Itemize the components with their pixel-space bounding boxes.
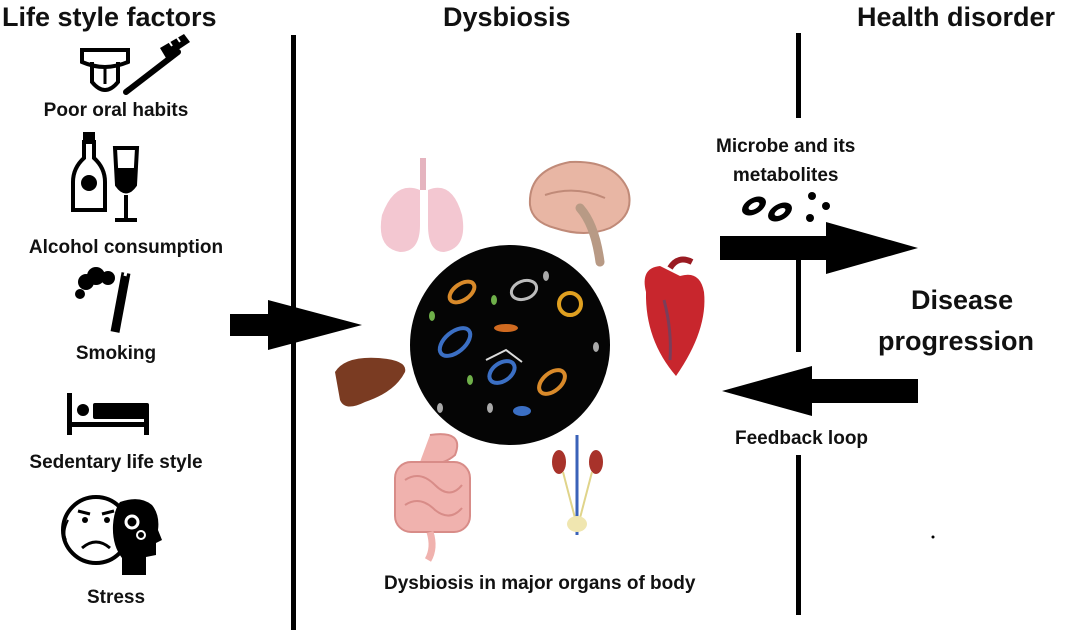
dysbiosis-microbiome-circle	[410, 245, 610, 445]
microbe-label: Microbe and its metabolites	[716, 132, 855, 190]
arrow-to-disease-progression	[720, 222, 918, 274]
factor-label-alcohol: Alcohol consumption	[28, 237, 224, 258]
lungs-organ	[380, 158, 464, 252]
feedback-loop-label: Feedback loop	[735, 428, 869, 449]
bed-icon	[67, 393, 149, 435]
disease-progression-label: Disease progression	[878, 280, 1034, 362]
intestine-organ	[394, 433, 471, 562]
organs-caption: Dysbiosis in major organs of body	[384, 573, 696, 594]
factor-label-smoking: Smoking	[75, 343, 157, 364]
microbe-label-line1: Microbe and its	[716, 136, 856, 157]
liver-organ	[335, 357, 406, 407]
arrow-feedback-loop	[722, 366, 918, 416]
kidneys-organ	[552, 435, 603, 535]
cigarette-smoke-icon	[75, 267, 131, 333]
factor-label-stress: Stress	[86, 587, 146, 608]
column-heading-dysbiosis: Dysbiosis	[443, 2, 571, 32]
column-heading-lifestyle: Life style factors	[2, 2, 217, 32]
divider-right-bottom	[796, 455, 801, 615]
divider-right-middle	[796, 257, 801, 352]
bottle-glass-icon	[71, 132, 140, 222]
disease-line1: Disease	[911, 285, 1014, 315]
divider-right-top	[796, 33, 801, 118]
microbe-label-line2: metabolites	[732, 165, 839, 186]
stray-dot	[931, 535, 935, 539]
microbe-metabolite-icons	[742, 192, 830, 222]
factor-label-sedentary: Sedentary life style	[29, 452, 203, 473]
tongue-toothbrush-icon	[80, 34, 190, 95]
column-heading-health-disorder: Health disorder	[857, 2, 1056, 32]
stressed-face-head-gears-icon	[61, 495, 162, 575]
factor-label-oral: Poor oral habits	[43, 100, 189, 121]
arrow-lifestyle-to-dysbiosis	[230, 300, 362, 350]
heart-organ	[644, 256, 705, 376]
brain-organ	[528, 160, 631, 267]
disease-line2: progression	[878, 326, 1035, 356]
